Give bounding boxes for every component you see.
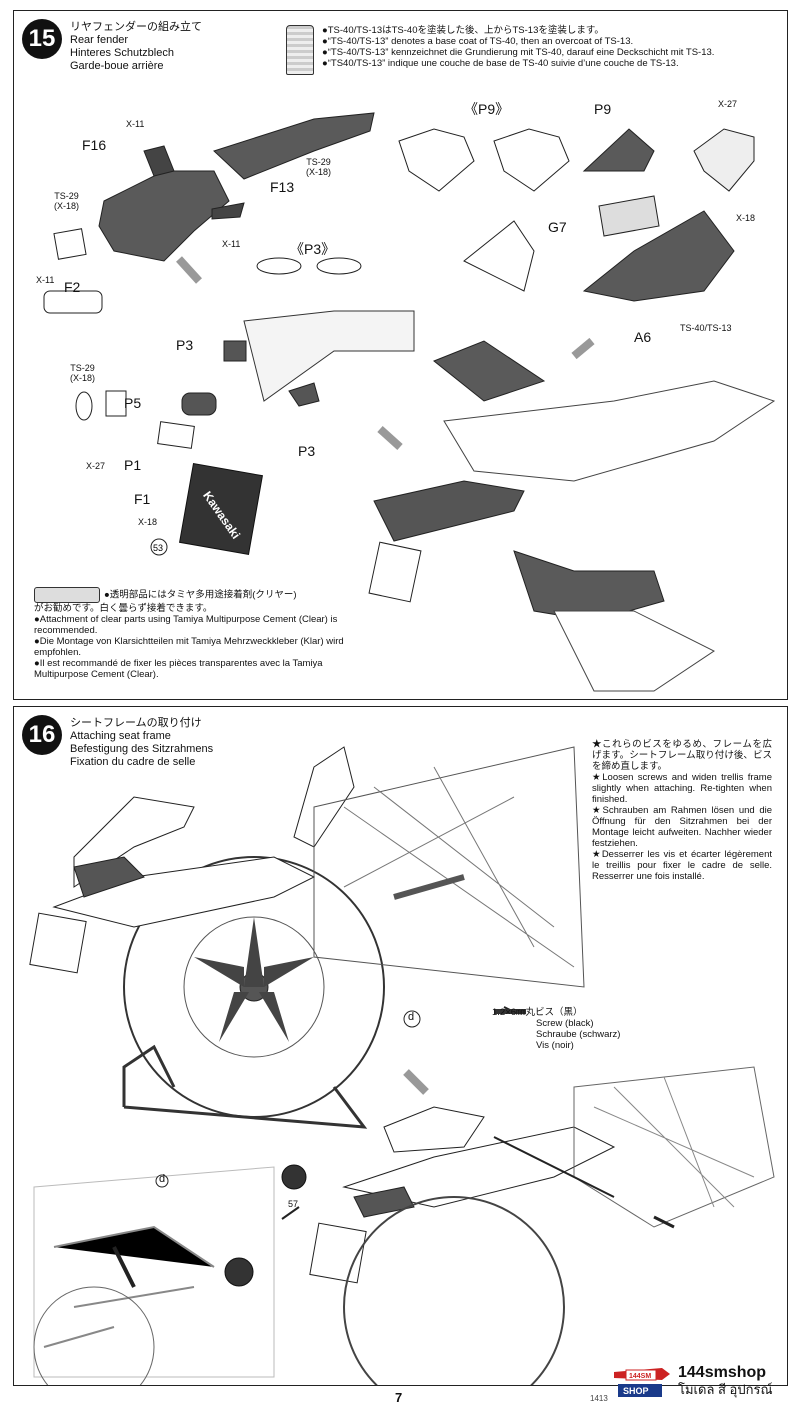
logo-shop: SHOP — [623, 1386, 649, 1396]
screw-label: 1.2×6㎜丸ビス（黒） Screw (black) Schraube (sch… — [492, 1007, 620, 1051]
paint-note-line: ●TS-40/TS-13はTS-40を塗装した後、上からTS-13を塗装します。 — [322, 25, 604, 36]
note-line: ★これらのビスをゆるめ、フレームを広げます。シートフレーム取り付け後、ビスを締め… — [592, 739, 772, 772]
label-d-inset: d — [159, 1173, 166, 1185]
title-jp: シートフレームの取り付け — [70, 717, 202, 729]
code-x27-b: X-27 — [718, 99, 738, 109]
part-p9-bracket: 《P9》 — [464, 101, 510, 117]
cement-line: ●Die Montage von Klarsichtteilen mit Tam… — [34, 636, 344, 658]
page-number: 7 — [395, 1390, 403, 1405]
code-x11-c: X-11 — [222, 239, 241, 249]
code-x27-a: X-27 — [86, 461, 106, 471]
screw-fr: Vis (noir) — [536, 1040, 574, 1051]
step-number-15: 15 — [22, 19, 62, 59]
part-f13: F13 — [270, 179, 295, 195]
step-15-titles: リヤフェンダーの組み立て Rear fender Hinteres Schutz… — [70, 21, 202, 73]
part-p3-b: P3 — [298, 443, 316, 459]
cement-line: がお勧めです。白く曇らず接着できます。 — [34, 603, 213, 614]
note-line: ★Schrauben am Rahmen lösen und die Öffnu… — [592, 805, 772, 849]
cement-line: ●Attachment of clear parts using Tamiya … — [34, 614, 338, 636]
part-f16: F16 — [82, 137, 107, 153]
part-p1: P1 — [124, 457, 142, 473]
step-16-panel: 16 シートフレームの取り付け Attaching seat frame Bef… — [13, 706, 788, 1386]
label-d-top: d — [408, 1011, 415, 1023]
paint-note-line: ●“TS-40/TS-13” kennzeichnet die Grundier… — [322, 47, 715, 58]
part-a6: A6 — [634, 329, 652, 345]
shop-subtitle: โมเดล สี อุปกรณ์ — [678, 1381, 773, 1397]
code-x18-b: X-18 — [736, 213, 756, 223]
title-fr: Fixation du cadre de selle — [70, 756, 196, 768]
step-15-panel: 15 リヤフェンダーの組み立て Rear fender Hinteres Sch… — [13, 10, 788, 700]
part-p3-bracket: 《P3》 — [290, 241, 336, 257]
shop-brand: 144smshop — [678, 1363, 767, 1381]
seat-frame-illustration — [29, 746, 775, 1385]
kit-code: 1413 — [590, 1394, 608, 1403]
part-p5: P5 — [124, 395, 142, 411]
code-ts29-c: TS-29 (X-18) — [70, 363, 96, 383]
screw-size: 1.2×6㎜丸ビス（黒） — [492, 1007, 583, 1018]
code-ts40-ts13: TS-40/TS-13 — [680, 323, 732, 333]
step-16-titles: シートフレームの取り付け Attaching seat frame Befest… — [70, 717, 213, 769]
shop-logo-icon: 144SM SHOP — [612, 1358, 672, 1402]
frame-note: ★これらのビスをゆるめ、フレームを広げます。シートフレーム取り付け後、ビスを締め… — [592, 739, 772, 882]
screw-en: Screw (black) — [536, 1018, 594, 1029]
code-ts29-a: TS-29 (X-18) — [54, 191, 80, 211]
note-line: ★Loosen screws and widen trellis frame s… — [592, 772, 772, 805]
shop-watermark: 144SM SHOP 144smshop โมเดล สี อุปกรณ์ — [612, 1358, 773, 1402]
code-ts29-b: TS-29 (X-18) — [306, 157, 332, 177]
title-jp: リヤフェンダーの組み立て — [70, 21, 202, 33]
part-g7: G7 — [548, 219, 567, 235]
logo-text: 144SM — [629, 1373, 651, 1380]
paint-jar-icon — [286, 25, 314, 75]
title-en: Attaching seat frame — [70, 730, 171, 742]
cement-line: ●透明部品にはタミヤ多用途接着剤(クリヤー) — [104, 589, 297, 601]
ref-53: 53 — [153, 543, 163, 553]
code-x11-a: X-11 — [126, 119, 145, 129]
paint-note: ●TS-40/TS-13はTS-40を塗装した後、上からTS-13を塗装します。… — [286, 25, 714, 75]
part-f1: F1 — [134, 491, 151, 507]
cement-tube-icon — [34, 587, 100, 603]
rear-fender-illustration: Kawasaki 53 — [43, 112, 776, 692]
part-f2: F2 — [64, 279, 81, 295]
screw-de: Schraube (schwarz) — [536, 1029, 621, 1040]
part-p3-a: P3 — [176, 337, 194, 353]
part-p9: P9 — [594, 101, 612, 117]
cement-line: ●Il est recommandé de fixer les pièces t… — [34, 658, 323, 680]
paint-note-line: ●“TS-40/TS-13” denotes a base coat of TS… — [322, 36, 634, 47]
step-number-16: 16 — [22, 715, 62, 755]
note-line: ★Desserrer les vis et écarter légèrement… — [592, 849, 772, 882]
paint-note-line: ●“TS40/TS-13” indique une couche de base… — [322, 58, 679, 69]
ref-57: 57 — [288, 1199, 299, 1209]
cement-note: ●透明部品にはタミヤ多用途接着剤(クリヤー) がお勧めです。白く曇らず接着できま… — [34, 587, 374, 680]
title-de: Hinteres Schutzblech — [70, 47, 174, 59]
title-de: Befestigung des Sitzrahmens — [70, 743, 214, 755]
code-x11-b: X-11 — [36, 275, 55, 285]
title-en: Rear fender — [70, 34, 129, 46]
title-fr: Garde-boue arrière — [70, 60, 164, 72]
code-x18-a: X-18 — [138, 517, 158, 527]
